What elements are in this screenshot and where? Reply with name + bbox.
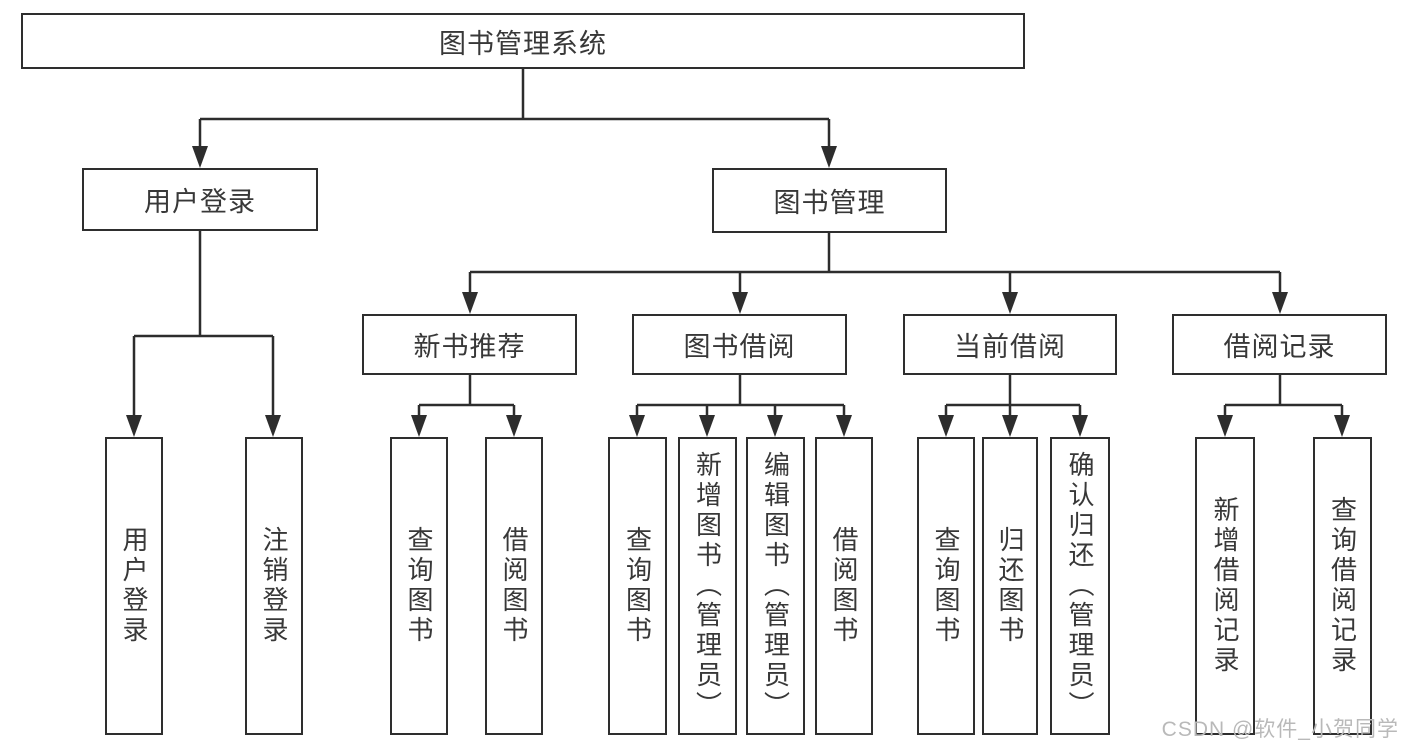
arrow-down-icon (126, 415, 142, 437)
node-library-management-system: 图书管理系统 (21, 13, 1025, 69)
node-borrowing-records: 借阅记录 (1172, 314, 1387, 375)
arrow-down-icon (265, 415, 281, 437)
node-user-login-leaf: 用户登录 (105, 437, 163, 735)
node-add-borrow-record: 新增借阅记录 (1195, 437, 1255, 735)
node-confirm-return-admin: 确认归还（管理员） (1050, 437, 1110, 735)
arrow-down-icon (506, 415, 522, 437)
arrow-down-icon (699, 415, 715, 437)
node-query-books-borrowing: 查询图书 (608, 437, 667, 735)
arrowheads (126, 146, 1350, 437)
node-return-books: 归还图书 (982, 437, 1038, 735)
arrow-down-icon (1217, 415, 1233, 437)
arrow-down-icon (462, 292, 478, 314)
node-edit-books-admin: 编辑图书（管理员） (746, 437, 805, 735)
node-borrow-books-leaf: 借阅图书 (815, 437, 873, 735)
arrow-down-icon (411, 415, 427, 437)
node-user-login: 用户登录 (82, 168, 318, 231)
node-book-borrowing: 图书借阅 (632, 314, 847, 375)
arrow-down-icon (1002, 292, 1018, 314)
arrow-down-icon (836, 415, 852, 437)
arrow-down-icon (732, 292, 748, 314)
arrow-down-icon (1272, 292, 1288, 314)
arrow-down-icon (938, 415, 954, 437)
node-query-books-current: 查询图书 (917, 437, 975, 735)
arrow-down-icon (629, 415, 645, 437)
node-query-borrow-record: 查询借阅记录 (1313, 437, 1372, 735)
node-current-borrowing: 当前借阅 (903, 314, 1117, 375)
arrow-down-icon (821, 146, 837, 168)
node-query-books-recommendation: 查询图书 (390, 437, 448, 735)
node-add-books-admin: 新增图书（管理员） (678, 437, 737, 735)
node-book-management: 图书管理 (712, 168, 947, 233)
node-logout: 注销登录 (245, 437, 303, 735)
node-borrow-books-recommendation: 借阅图书 (485, 437, 543, 735)
arrow-down-icon (1072, 415, 1088, 437)
arrow-down-icon (1334, 415, 1350, 437)
csdn-watermark: CSDN @软件_小贺同学 (1161, 718, 1399, 741)
node-new-book-recommendation: 新书推荐 (362, 314, 577, 375)
arrow-down-icon (1002, 415, 1018, 437)
connector-paths (132, 69, 1344, 415)
arrow-down-icon (192, 146, 208, 168)
arrow-down-icon (767, 415, 783, 437)
